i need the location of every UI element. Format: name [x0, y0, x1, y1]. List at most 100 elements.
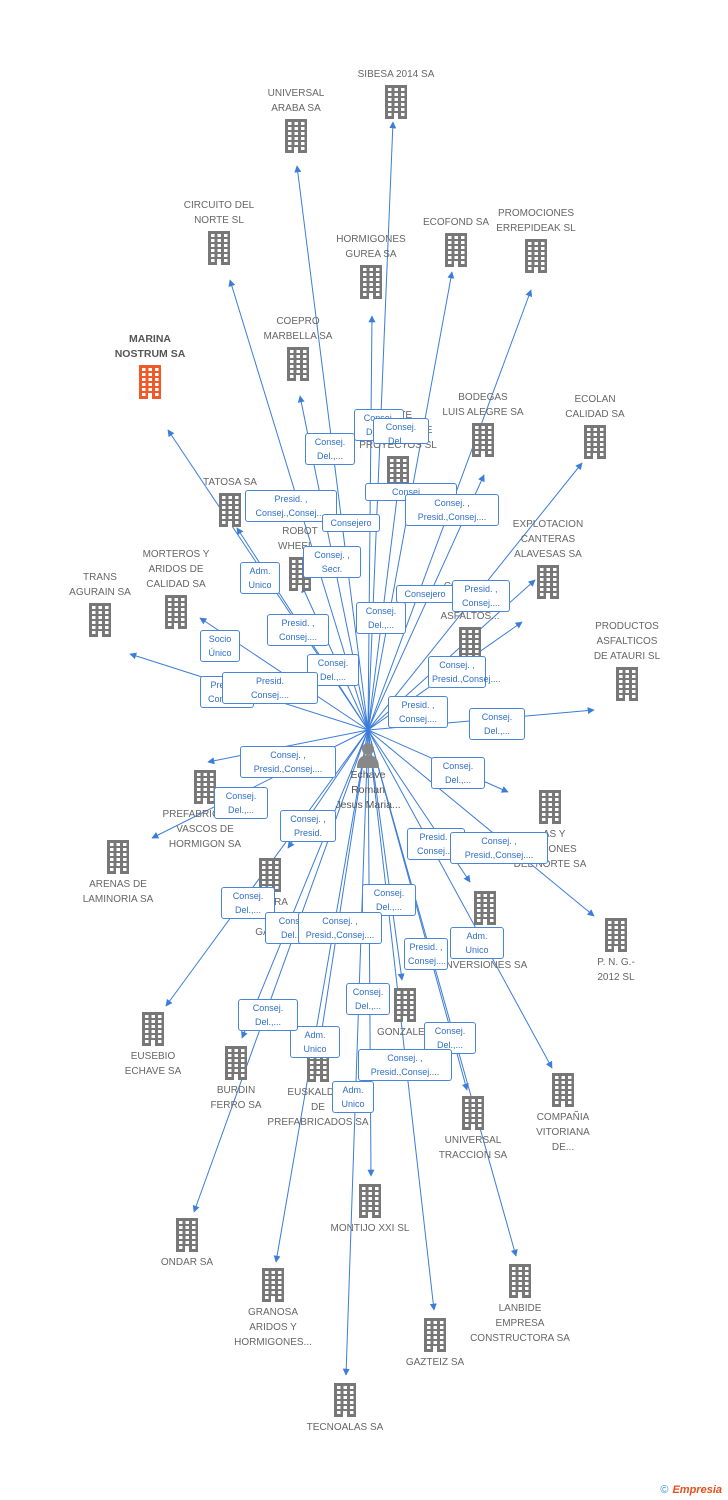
role-badge[interactable]: Presid. , Consej....	[267, 614, 329, 646]
company-node-compania-vitoriana[interactable]: COMPAÑIA VITORIANA DE...	[503, 1073, 623, 1155]
building-icon	[459, 627, 481, 661]
company-node-coepro[interactable]: COEPRO MARBELLA SA	[238, 314, 358, 381]
building-icon	[509, 1264, 531, 1298]
building-icon	[285, 119, 307, 153]
company-node-marina[interactable]: MARINA NOSTRUM SA	[90, 332, 210, 399]
building-icon	[334, 1383, 356, 1417]
role-badge[interactable]: Consej. , Presid.,Consej....	[405, 494, 499, 526]
company-node-sibesa[interactable]: SIBESA 2014 SA	[336, 67, 456, 119]
building-icon	[394, 988, 416, 1022]
company-label: MONTIJO XXI SL	[330, 1223, 410, 1234]
company-node-prefabricados-vascos[interactable]: PREFABRICADOS VASCOS DE HORMIGON SA	[145, 770, 265, 852]
company-node-universal-araba[interactable]: UNIVERSAL ARABA SA	[236, 86, 356, 153]
empresia-logo[interactable]: Empresia	[672, 1484, 722, 1496]
company-node-trans[interactable]: TRANS AGURAIN SA	[40, 570, 160, 637]
company-label: PRODUCTOS ASFALTICOS DE ATAURI SL	[593, 621, 661, 662]
role-badge[interactable]: Consej. Del.,...	[469, 708, 525, 740]
building-icon	[552, 1073, 574, 1107]
company-label: LANBIDE EMPRESA CONSTRUCTORA SA	[470, 1303, 570, 1344]
link-granosa	[273, 729, 369, 1263]
company-node-morteros[interactable]: MORTEROS Y ARIDOS DE CALIDAD SA	[116, 547, 236, 629]
company-label: UNIVERSAL ARABA SA	[267, 88, 325, 114]
role-badge[interactable]: Consej. , Presid.,Consej....	[298, 912, 382, 944]
company-node-explotacion[interactable]: EXPLOTACION CANTERAS ALAVESAS SA	[488, 517, 608, 599]
role-badge[interactable]: Presid. , Consej.,Consej....	[245, 490, 337, 522]
role-badge[interactable]: Consej. , Secr.	[303, 546, 361, 578]
role-badge[interactable]: Consej. Del.,...	[305, 433, 355, 465]
company-node-montijo[interactable]: MONTIJO XXI SL	[310, 1184, 430, 1236]
building-icon	[262, 1268, 284, 1302]
company-label: HORMIGONES GUREA SA	[336, 234, 406, 260]
role-badge[interactable]: Consej. , Presid.,Consej....	[240, 746, 336, 778]
role-badge[interactable]: Adm. Unico	[240, 562, 280, 594]
building-icon	[287, 347, 309, 381]
company-node-bodegas[interactable]: BODEGAS LUIS ALEGRE SA	[423, 390, 543, 457]
company-node-promociones[interactable]: PROMOCIONES ERREPIDEAK SL	[476, 206, 596, 273]
role-badge[interactable]: Consejero	[396, 585, 454, 603]
role-badge[interactable]: Consej. Del.,...	[373, 418, 429, 446]
company-node-circuito[interactable]: CIRCUITO DEL NORTE SL	[159, 198, 279, 265]
company-node-arenas[interactable]: ARENAS DE LAMINORIA SA	[58, 840, 178, 907]
role-badge[interactable]: Consej. Del.,...	[362, 884, 416, 916]
role-badge[interactable]: Consej. , Presid.	[280, 810, 336, 842]
role-badge[interactable]: Consej. Del.,...	[346, 983, 390, 1015]
company-node-tecnoalas[interactable]: TECNOALAS SA	[285, 1383, 405, 1435]
building-icon	[525, 239, 547, 273]
copyright-footer: ©Empresia	[660, 1484, 722, 1496]
company-node-eusebio[interactable]: EUSEBIO ECHAVE SA	[93, 1012, 213, 1079]
role-badge[interactable]: Presid. , Consej....	[404, 938, 448, 970]
building-icon	[219, 493, 241, 527]
role-badge[interactable]: Consej. Del.,...	[238, 999, 298, 1031]
company-node-tatosa[interactable]: TATOSA SA	[170, 475, 290, 527]
person-icon	[357, 743, 379, 768]
company-node-productos[interactable]: PRODUCTOS ASFALTICOS DE ATAURI SL	[567, 619, 687, 701]
role-badge[interactable]: Adm. Unico	[450, 927, 504, 959]
company-node-gazteiz[interactable]: GAZTEIZ SA	[375, 1318, 495, 1370]
company-node-granosa[interactable]: GRANOSA ARIDOS Y HORMIGONES...	[213, 1268, 333, 1350]
role-badge[interactable]: Presid. Consej....	[222, 672, 318, 704]
company-label: EUSKALDUN DE PREFABRICADOS SA	[267, 1087, 369, 1128]
central-person[interactable]: Echave Roman Jesus Maria...	[308, 740, 428, 813]
link-lanbide	[367, 729, 518, 1257]
role-badge[interactable]: Consej. Del.,...	[424, 1022, 476, 1054]
building-icon	[539, 790, 561, 824]
company-node-gonzalez[interactable]: GONZALE...	[345, 988, 465, 1040]
building-icon	[359, 1184, 381, 1218]
building-icon	[225, 1046, 247, 1080]
role-badge[interactable]: Consej. Del.,...	[431, 757, 485, 789]
company-node-ecofond[interactable]: ECOFOND SA	[396, 215, 516, 267]
company-label: COMPAÑIA VITORIANA DE...	[536, 1112, 590, 1153]
role-badge[interactable]: Adm. Unico	[290, 1026, 340, 1058]
company-label: ECOLAN CALIDAD SA	[565, 394, 625, 420]
role-badge[interactable]: Consej. Del.,...	[356, 602, 406, 634]
role-badge[interactable]: Consej. Del.,...	[214, 787, 268, 819]
company-label: GONZALE...	[376, 1027, 434, 1038]
link-euskaldun	[317, 729, 369, 1043]
company-node-burdin[interactable]: BURDIN FERRO SA	[176, 1046, 296, 1113]
building-icon	[385, 85, 407, 119]
company-label: ECOFOND SA	[422, 217, 490, 228]
building-icon	[165, 595, 187, 629]
building-icon	[474, 891, 496, 925]
company-node-hormigones-gurea[interactable]: HORMIGONES GUREA SA	[311, 232, 431, 299]
role-badge[interactable]: Consej. , Presid.,Consej....	[428, 656, 501, 688]
role-badge[interactable]: Presid. , Consej....	[452, 580, 510, 612]
building-icon	[194, 770, 216, 804]
company-node-lanbide[interactable]: LANBIDE EMPRESA CONSTRUCTORA SA	[460, 1264, 580, 1346]
role-badge[interactable]: Consej. , Presid.,Consej....	[358, 1049, 452, 1081]
role-badge[interactable]: Consej. , Presid.,Consej....	[450, 832, 548, 864]
company-label: PROMOCIONES ERREPIDEAK SL	[496, 208, 576, 234]
company-node-universal-traccion[interactable]: UNIVERSAL TRACCION SA	[413, 1096, 533, 1163]
role-badge[interactable]: Consejero	[322, 514, 380, 532]
company-label: P. N. G.- 2012 SL	[597, 957, 635, 983]
company-node-png[interactable]: P. N. G.- 2012 SL	[556, 918, 676, 985]
company-label: GAZTEIZ SA	[405, 1357, 465, 1368]
company-node-ecolan[interactable]: ECOLAN CALIDAD SA	[535, 392, 655, 459]
company-label: ARENAS DE LAMINORIA SA	[82, 879, 154, 905]
building-icon	[176, 1218, 198, 1252]
role-badge[interactable]: Presid. , Consej....	[388, 696, 448, 728]
company-node-ondar[interactable]: ONDAR SA	[127, 1218, 247, 1270]
role-badge[interactable]: Adm. Unico	[332, 1081, 374, 1113]
role-badge[interactable]: Socio Único	[200, 630, 240, 662]
company-label: EXPLOTACION CANTERAS ALAVESAS SA	[512, 519, 584, 560]
